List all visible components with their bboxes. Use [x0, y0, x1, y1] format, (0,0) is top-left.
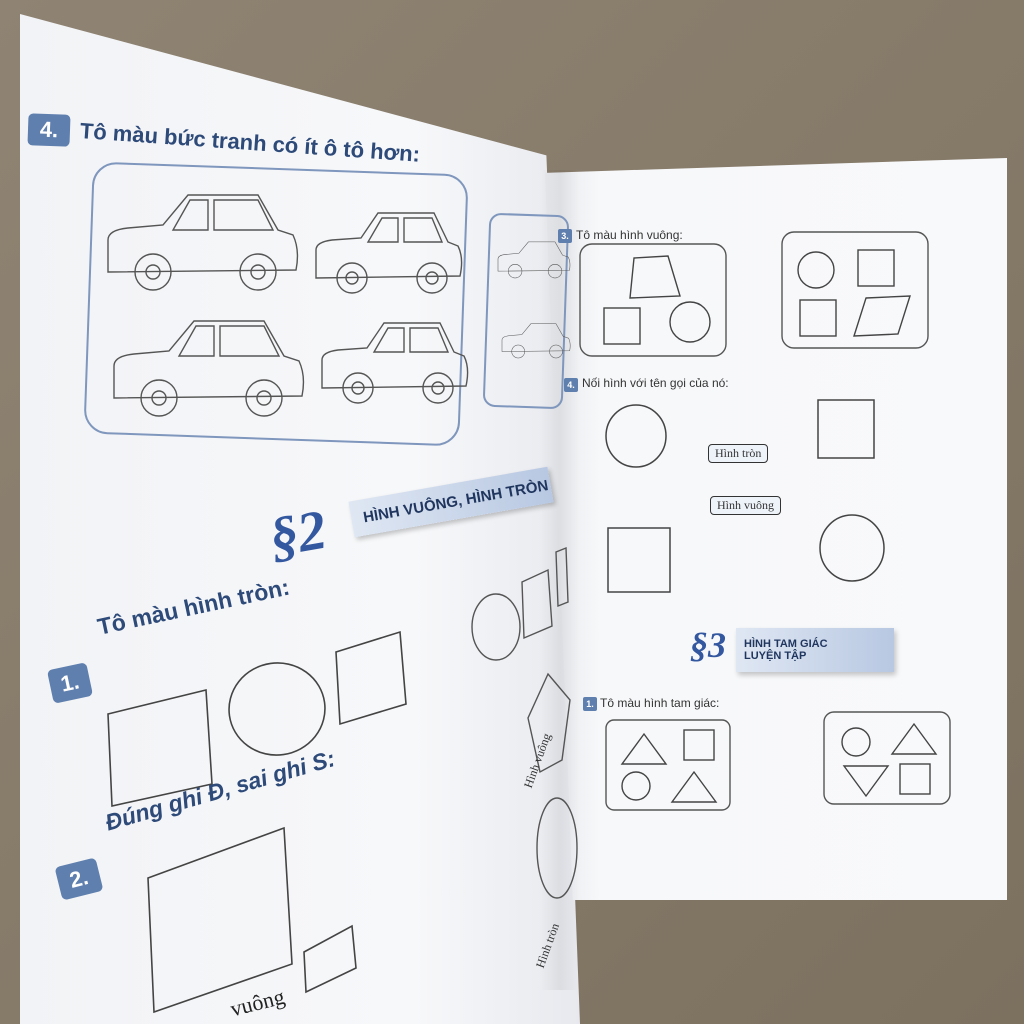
label-square: Hình vuông	[710, 496, 781, 515]
car-icon	[113, 320, 305, 417]
shape-frame	[823, 711, 951, 805]
left-page	[20, 14, 580, 1024]
circle-shape	[819, 514, 885, 582]
shape-frame	[605, 719, 731, 811]
triangle-shape	[842, 765, 890, 798]
right-exercise-3-badge: 3.	[558, 229, 572, 243]
shape-frame	[579, 243, 727, 357]
section-2-symbol: §2	[265, 498, 331, 570]
circle-shape	[471, 593, 521, 661]
rectangle-shape	[147, 826, 293, 1014]
car-icon	[321, 322, 469, 404]
exercise-1-number: 1.	[58, 668, 82, 697]
square-shape	[857, 249, 895, 287]
circle-shape	[228, 662, 326, 756]
triangle-shape	[620, 732, 668, 765]
circle-shape	[841, 727, 871, 757]
right-exercise-4-badge: 4.	[564, 378, 578, 392]
square-shape	[107, 688, 213, 807]
section-3-title: HÌNH TAM GIÁC LUYỆN TẬP	[736, 628, 894, 672]
section-3-title-line1: HÌNH TAM GIÁC	[744, 638, 828, 650]
right-s3-exercise-1-title: Tô màu hình tam giác:	[600, 696, 720, 710]
square-shape	[603, 307, 641, 345]
right-exercise-3-number: 3.	[561, 231, 569, 241]
square-shape	[521, 568, 553, 640]
right-exercise-4-title: Nối hình với tên gọi của nó:	[582, 376, 729, 390]
square-shape	[555, 546, 569, 608]
circle-shape	[621, 771, 651, 801]
label-circle: Hình tròn	[708, 444, 769, 463]
square-shape	[899, 763, 931, 795]
square-shape	[817, 399, 875, 459]
exercise-2-number: 2.	[66, 864, 91, 893]
pentagon-shape	[527, 672, 571, 774]
book-gutter	[540, 170, 580, 990]
shape-frame	[781, 231, 929, 349]
section-3-symbol: §3	[690, 625, 726, 665]
car-icon	[315, 212, 463, 294]
square-shape	[335, 630, 407, 726]
car-icon	[107, 194, 299, 291]
circle-shape	[536, 797, 578, 899]
triangle-shape	[670, 770, 718, 803]
right-s3-exercise-1-number: 1.	[586, 699, 594, 709]
trapezoid-shape	[629, 255, 681, 299]
car-icon	[497, 241, 571, 279]
circle-shape	[669, 301, 711, 343]
square-shape	[303, 924, 357, 994]
right-s3-exercise-1-badge: 1.	[583, 697, 597, 711]
circle-shape	[797, 251, 835, 289]
square-shape	[799, 299, 837, 337]
square-shape	[683, 729, 715, 761]
right-exercise-3-title: Tô màu hình vuông:	[576, 228, 683, 242]
circle-shape	[605, 404, 667, 468]
triangle-shape	[890, 722, 938, 755]
square-shape	[607, 527, 671, 593]
right-exercise-4-number: 4.	[567, 380, 575, 390]
section-3-title-line2: LUYỆN TẬP	[744, 650, 807, 662]
parallelogram-shape	[853, 295, 911, 337]
car-icon	[501, 323, 571, 359]
